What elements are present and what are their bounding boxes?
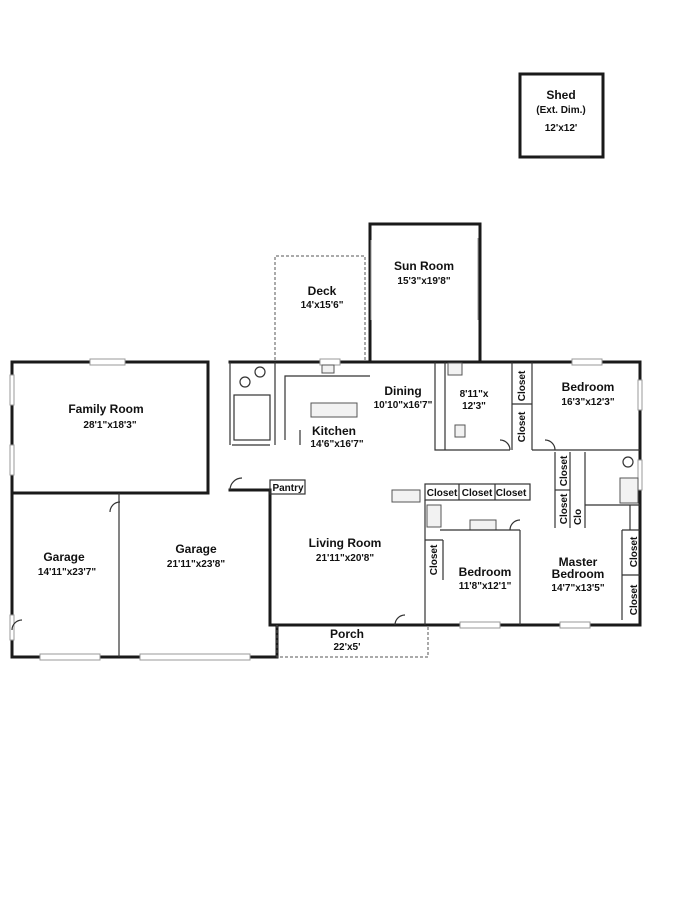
closet-master-upper-label: Closet	[629, 536, 640, 567]
bedroom-ne-label: Bedroom	[562, 380, 615, 394]
living-room: Living Room 21'11"x20'8"	[309, 536, 382, 564]
dining: Dining 10'10"x16'7"	[374, 384, 433, 411]
master-bedroom-label-2: Bedroom	[552, 567, 605, 581]
laundry-dims-1: 8'11"x	[460, 389, 489, 400]
closet-ne-top-label: Closet	[517, 370, 528, 401]
closet-master-lower-label: Closet	[629, 584, 640, 615]
deck-dims: 14'x15'6"	[301, 300, 344, 311]
master-bedroom-label-1: Master	[559, 555, 598, 569]
closet-ne-top: Closet	[517, 370, 528, 401]
bedroom-ne-dims: 16'3"x12'3"	[561, 397, 614, 408]
closet-ne-bottom: Closet	[517, 411, 528, 442]
pantry: Pantry	[269, 479, 306, 495]
laundry-room: 8'11"x 12'3"	[434, 362, 510, 451]
shed-dims: 12'x12'	[545, 123, 578, 134]
kitchen-dims: 14'6"x16'7"	[310, 439, 363, 450]
shed-label: Shed	[546, 88, 575, 102]
living-room-dims: 21'11"x20'8"	[316, 553, 374, 564]
closet-bath-small-label: Clo	[573, 509, 584, 525]
porch-dims: 22'x5'	[333, 642, 360, 653]
kitchen-label: Kitchen	[312, 424, 356, 438]
laundry-dims-2: 12'3"	[462, 401, 486, 412]
closet-ne-bottom-label: Closet	[517, 411, 528, 442]
shed: Shed (Ext. Dim.) 12'x12'	[518, 72, 605, 159]
dining-dims: 10'10"x16'7"	[374, 400, 433, 411]
shed-note: (Ext. Dim.)	[536, 105, 585, 116]
closet-bath-lower-label: Closet	[559, 493, 570, 524]
bedroom-mid-dims: 11'8"x12'1"	[459, 581, 512, 592]
deck: Deck 14'x15'6"	[274, 255, 366, 360]
garage-right: Garage 21'11"x23'8"	[167, 542, 225, 570]
kitchen-area	[232, 362, 370, 446]
closet-row-3-label: Closet	[496, 488, 527, 499]
pantry-label: Pantry	[272, 483, 304, 494]
living-room-label: Living Room	[309, 536, 382, 550]
garage-right-dims: 21'11"x23'8"	[167, 559, 225, 570]
closet-row-1-label: Closet	[427, 488, 458, 499]
closet-bath-lower: Closet	[559, 493, 570, 524]
master-bedroom: Closet Closet Master Bedroom 14'7"x13'5"	[551, 529, 640, 620]
family-room: Family Room 28'1"x18'3"	[68, 402, 143, 431]
fireplace	[391, 489, 421, 503]
sun-room-label: Sun Room	[394, 259, 454, 273]
master-bedroom-dims: 14'7"x13'5"	[551, 583, 604, 594]
closet-bedroom-mid-label: Closet	[429, 544, 440, 575]
family-room-label: Family Room	[68, 402, 143, 416]
master-bath-area	[554, 452, 640, 530]
hall-bath	[424, 500, 521, 625]
kitchen-island	[310, 402, 358, 418]
deck-label: Deck	[308, 284, 337, 298]
closet-row: Closet Closet Closet	[424, 483, 531, 501]
sun-room: Sun Room 15'3"x19'8"	[368, 222, 482, 364]
porch: Porch 22'x5'	[276, 625, 429, 658]
dining-label: Dining	[384, 384, 421, 398]
porch-label: Porch	[330, 627, 364, 641]
garage-left: Garage 14'11"x23'7"	[38, 550, 96, 578]
family-room-dims: 28'1"x18'3"	[83, 420, 136, 431]
bedroom-mid: Closet Bedroom 11'8"x12'1"	[425, 539, 512, 592]
door-swings	[11, 439, 556, 631]
closet-bath-upper: Closet	[559, 455, 570, 486]
bedroom-ne: Bedroom 16'3"x12'3"	[511, 362, 640, 451]
bedroom-mid-label: Bedroom	[459, 565, 512, 579]
garage-right-label: Garage	[175, 542, 217, 556]
closet-row-2-label: Closet	[462, 488, 493, 499]
garage-left-label: Garage	[43, 550, 85, 564]
closet-bath-small: Clo	[573, 509, 584, 525]
kitchen: Kitchen 14'6"x16'7"	[310, 424, 363, 450]
closet-bath-upper-label: Closet	[559, 455, 570, 486]
garage-left-dims: 14'11"x23'7"	[38, 567, 96, 578]
sun-room-dims: 15'3"x19'8"	[397, 276, 450, 287]
